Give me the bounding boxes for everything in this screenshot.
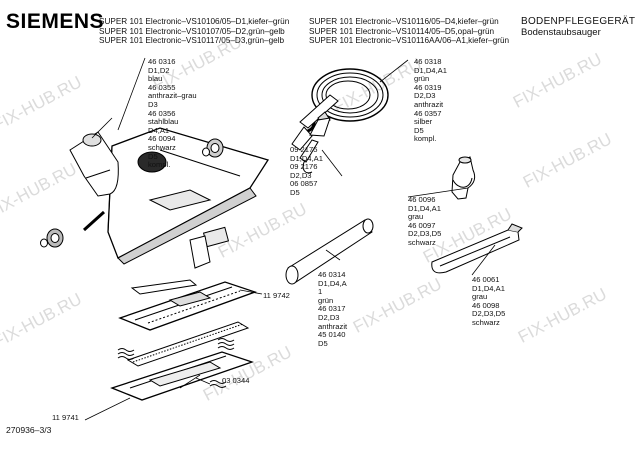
hose-handle-labels: 09 2175 D1,D4,A1 09 2176 D2,D3 06 0857 D… xyxy=(290,145,323,198)
part-label: D3 xyxy=(148,99,158,109)
part-label: kompl. xyxy=(414,134,437,144)
clip-drawing xyxy=(130,279,198,295)
axle-drawing xyxy=(82,210,106,232)
part-label: 46 0319 xyxy=(414,82,442,92)
crevice-tool-drawing xyxy=(431,223,523,274)
part-label: stahlblau xyxy=(148,117,179,127)
part-label: grau xyxy=(408,212,424,222)
part-label: anthrazit xyxy=(318,321,348,331)
part-label: 46 0357 xyxy=(414,108,442,118)
document-id: 270936–3/3 xyxy=(6,425,52,435)
part-label: D5 xyxy=(318,338,328,348)
part-label: 46 0098 xyxy=(472,300,500,310)
brand-logo: SIEMENS xyxy=(6,10,105,33)
wheel-drawing xyxy=(40,138,224,248)
crevice-tool-labels: 46 0061 D1,D4,A1 grau 46 0098 D2,D3,D5 s… xyxy=(472,275,506,328)
category-subtitle: Bodenstaubsauger xyxy=(521,26,601,38)
plate-upper-label: 11 9742 xyxy=(263,291,290,300)
part-label: D2,D3 xyxy=(318,312,340,322)
part-label: 46 0314 xyxy=(318,270,346,279)
part-label: grün xyxy=(414,74,430,84)
part-label: 46 0317 xyxy=(318,304,346,314)
model-line: SUPER 101 Electronic–VS10116/05–D4,kiefe… xyxy=(309,17,499,26)
part-label: D2,D3,D5 xyxy=(408,229,442,239)
part-label: grau xyxy=(472,292,488,302)
upholstery-nozzle-labels: 46 0096 D1,D4,A1 grau 46 0097 D2,D3,D5 s… xyxy=(408,195,442,248)
part-label: 46 0316 xyxy=(148,57,176,66)
part-label: D4,A1 xyxy=(148,125,170,135)
plate-lower-label: 11 9741 xyxy=(52,413,79,422)
model-list-left: SUPER 101 Electronic–VS10106/05–D1,kiefe… xyxy=(99,17,289,46)
part-label: 46 0356 xyxy=(148,108,176,118)
base-plate-upper-drawing xyxy=(118,281,257,367)
part-label: D1,D2 xyxy=(148,65,170,75)
part-label: D2,D3 xyxy=(290,170,312,180)
part-label: D5 xyxy=(290,187,300,197)
part-label: grün xyxy=(318,295,334,305)
model-line: SUPER 101 Electronic–VS10107/05–D2,grün–… xyxy=(99,26,285,36)
plate-mid-label: 03 0344 xyxy=(222,376,250,385)
part-label: schwarz xyxy=(408,237,436,247)
part-label: blau xyxy=(148,74,163,84)
part-label: 45 0140 xyxy=(318,330,346,340)
part-label: 1 xyxy=(318,287,323,297)
part-label: D1,D4,A xyxy=(318,278,347,288)
part-label: silber xyxy=(414,117,433,127)
nozzle-parts-labels: 46 0316 D1,D2 blau 46 0355 anthrazit–gra… xyxy=(148,57,197,170)
hose-drawing xyxy=(291,68,389,151)
part-label: 46 0318 xyxy=(414,57,442,66)
part-label: D2,D3 xyxy=(414,91,436,101)
part-label: 09 2176 xyxy=(290,162,318,172)
part-label: 46 0355 xyxy=(148,82,176,92)
part-label: kompl. xyxy=(148,160,171,170)
model-line: SUPER 101 Electronic–VS10116AA/06–A1,kie… xyxy=(309,36,510,46)
part-label: D1,D4,A1 xyxy=(290,153,323,163)
part-label: schwarz xyxy=(148,142,176,152)
extension-tube-labels: 46 0314 D1,D4,A 1 grün 46 0317 D2,D3 ant… xyxy=(318,270,348,348)
part-label: D5 xyxy=(414,125,424,135)
model-line: SUPER 101 Electronic–VS10114/05–D5,opal–… xyxy=(309,26,495,36)
part-label: 09 2175 xyxy=(290,145,318,154)
hose-labels: 46 0318 D1,D4,A1 grün 46 0319 D2,D3 anth… xyxy=(414,57,447,144)
part-label: 46 0061 xyxy=(472,275,500,284)
part-label: 46 0094 xyxy=(148,134,176,144)
upholstery-nozzle-drawing xyxy=(451,156,476,200)
brush-nozzle-drawing xyxy=(69,131,119,197)
part-label: 46 0097 xyxy=(408,220,436,230)
base-plate-lower-drawing xyxy=(110,351,255,401)
part-label: schwarz xyxy=(472,317,500,327)
hose-handle-drawing xyxy=(299,117,331,174)
part-label: D2,D3,D5 xyxy=(472,309,506,319)
part-label: anthrazit–grau xyxy=(148,91,197,101)
leader-lines xyxy=(84,57,496,421)
part-label: 46 0096 xyxy=(408,195,436,204)
model-list-right: SUPER 101 Electronic–VS10116/05–D4,kiefe… xyxy=(309,17,509,46)
part-label: 06 0857 xyxy=(290,179,318,189)
spring-drawing xyxy=(117,338,235,388)
model-line: SUPER 101 Electronic–VS10117/05–D3,grün–… xyxy=(99,36,285,46)
part-label: D1,D4,A1 xyxy=(414,65,447,75)
extension-tube-drawing xyxy=(285,218,374,285)
category-title: BODENPFLEGEGERÄTE xyxy=(521,16,636,27)
category-block: BODENPFLEGEGERÄTE Bodenstaubsauger xyxy=(521,16,636,38)
part-label: D1,D4,A1 xyxy=(472,283,505,293)
part-label: D5 xyxy=(148,151,158,161)
suction-nozzle-drawing xyxy=(107,127,270,269)
model-line: SUPER 101 Electronic–VS10106/05–D1,kiefe… xyxy=(99,17,290,26)
part-label: D1,D4,A1 xyxy=(408,203,441,213)
part-label: anthrazit xyxy=(414,99,444,109)
